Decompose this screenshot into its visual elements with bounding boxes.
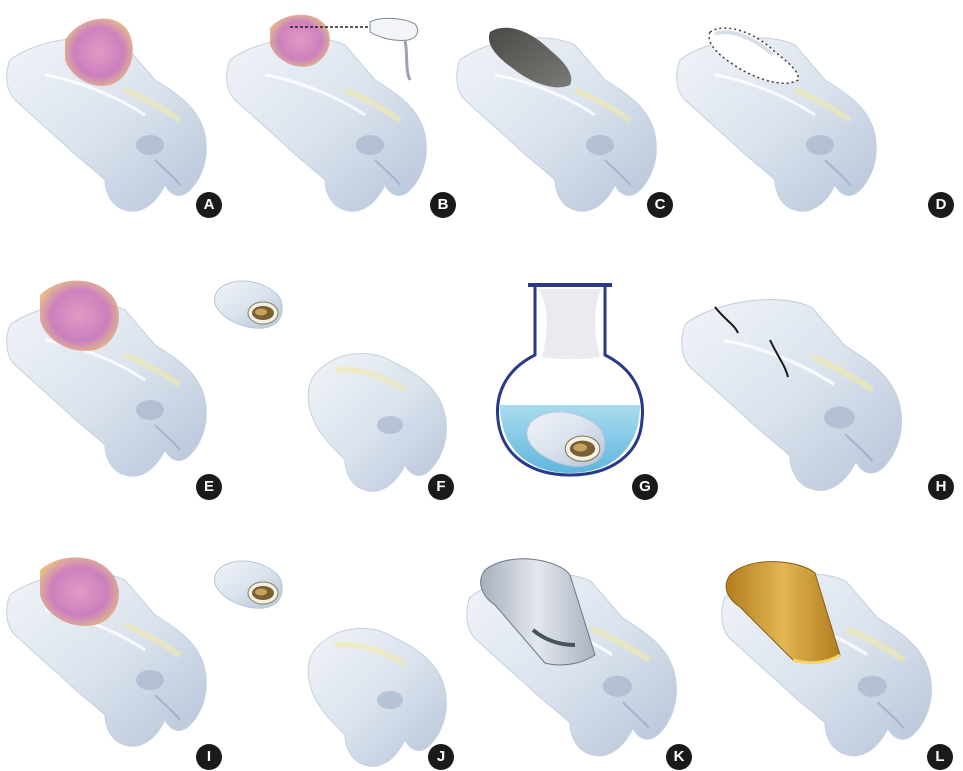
- panel-label-g: G: [632, 474, 658, 500]
- panel-h: H: [680, 265, 963, 500]
- panel-label-a: A: [196, 192, 222, 218]
- panel-i: I: [0, 540, 230, 771]
- panel-c-illustration: [450, 0, 680, 225]
- bone: [227, 38, 427, 211]
- panel-h-illustration: [680, 265, 963, 500]
- distal-bone-remnant: [308, 353, 446, 491]
- panel-label-f: F: [428, 474, 454, 500]
- panel-d: D: [670, 0, 963, 225]
- panel-label-h: H: [928, 474, 954, 500]
- panel-label-l: L: [927, 744, 953, 770]
- panel-label-k: K: [666, 744, 692, 770]
- panel-e-illustration: [0, 260, 230, 500]
- panel-d-illustration: [670, 0, 963, 225]
- panel-label-i: I: [196, 744, 222, 770]
- panel-label-e: E: [196, 474, 222, 500]
- resected-segment: [215, 281, 283, 328]
- resected-segment: [215, 561, 283, 608]
- panel-b-illustration: [220, 0, 460, 225]
- panel-g: G: [490, 265, 680, 500]
- panel-b: B: [220, 0, 460, 225]
- panel-j: J: [300, 615, 470, 771]
- handheld-probe-icon: [370, 18, 418, 80]
- bone: [682, 300, 902, 491]
- panel-k-illustration: [465, 545, 700, 771]
- panel-label-d: D: [928, 192, 954, 218]
- panel-a-illustration: [0, 0, 230, 225]
- distal-bone-remnant: [308, 628, 446, 766]
- panel-c: C: [450, 0, 680, 225]
- panel-l: L: [715, 545, 963, 771]
- panel-f: F: [300, 340, 470, 500]
- panel-g-illustration: [490, 265, 680, 500]
- panel-i-illustration: [0, 540, 230, 771]
- panel-l-illustration: [715, 545, 963, 771]
- panel-label-j: J: [428, 744, 454, 770]
- panel-a: A: [0, 0, 230, 225]
- panel-e: E: [0, 260, 230, 500]
- panel-k: K: [465, 545, 700, 771]
